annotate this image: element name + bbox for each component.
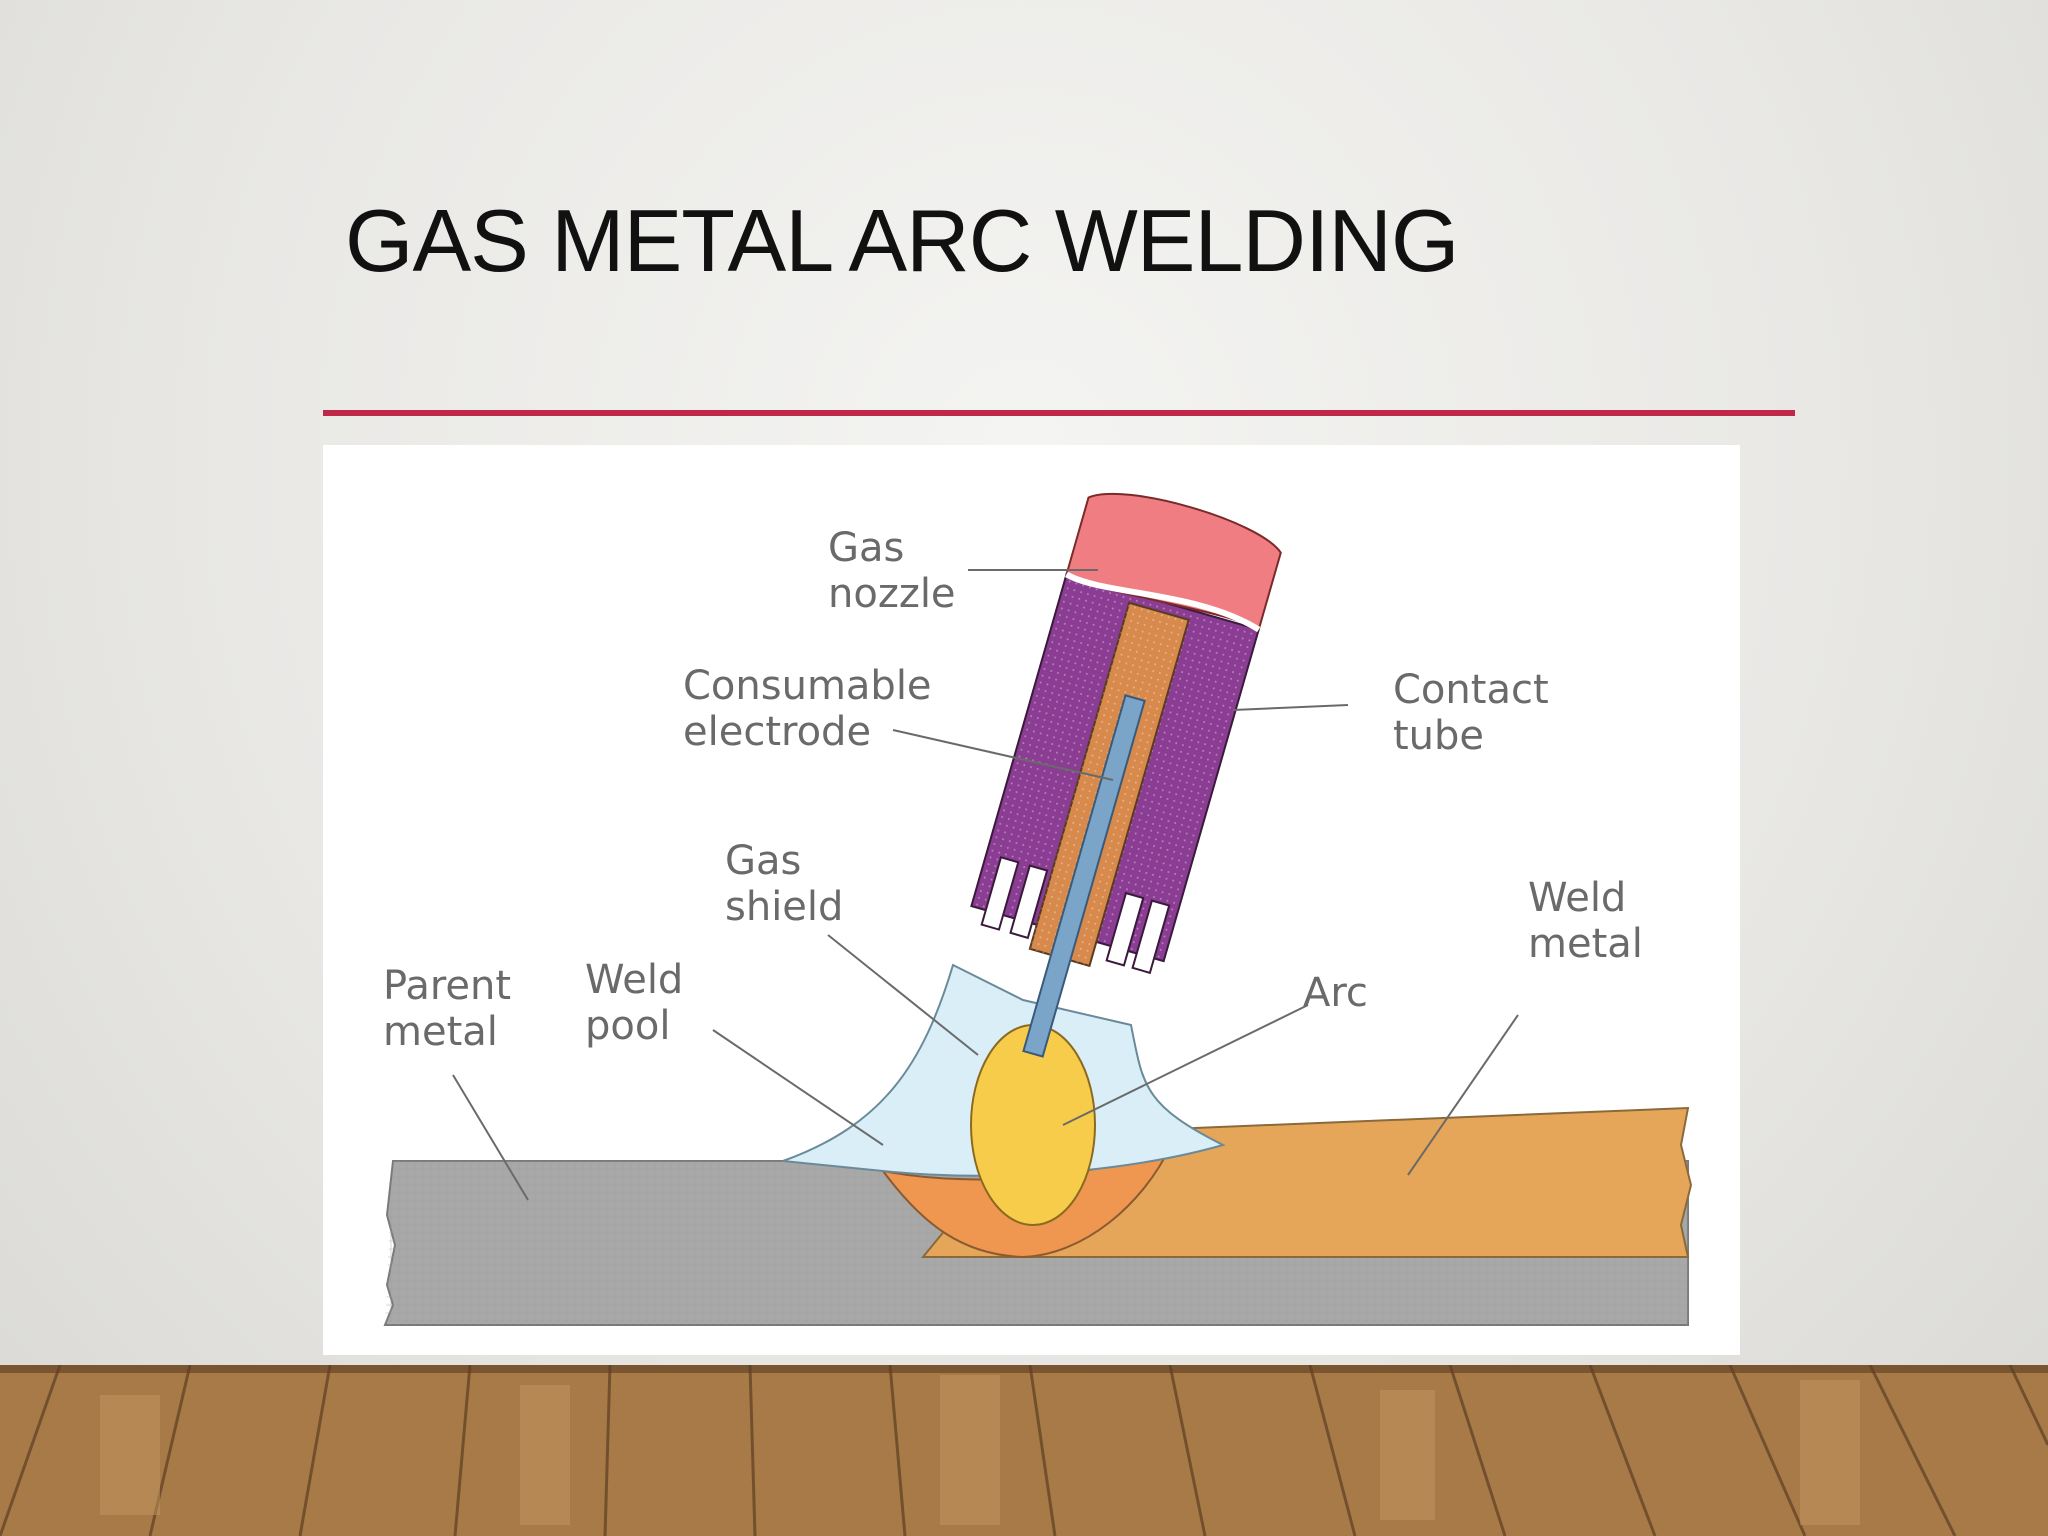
slide-title: GAS METAL ARC WELDING bbox=[345, 191, 1459, 290]
diagram-drawing bbox=[383, 492, 1693, 1326]
title-divider bbox=[323, 410, 1795, 416]
label-gas-shield: Gas shield bbox=[725, 838, 844, 930]
gmaw-diagram: Gas nozzle Consumable electrode Contact … bbox=[323, 445, 1740, 1355]
label-parent-metal: Parent metal bbox=[383, 963, 512, 1055]
label-weld-metal: Weld metal bbox=[1528, 875, 1643, 967]
label-gas-nozzle: Gas nozzle bbox=[828, 525, 956, 617]
label-arc: Arc bbox=[1303, 970, 1368, 1016]
label-contact-tube: Contact tube bbox=[1393, 667, 1549, 759]
leader-lines bbox=[452, 569, 1519, 1201]
arc-shape bbox=[970, 1024, 1096, 1226]
label-consumable-electrode: Consumable electrode bbox=[683, 663, 932, 755]
welding-torch bbox=[970, 492, 1282, 1058]
label-weld-pool: Weld pool bbox=[585, 957, 684, 1049]
wood-floor bbox=[0, 1365, 2048, 1536]
